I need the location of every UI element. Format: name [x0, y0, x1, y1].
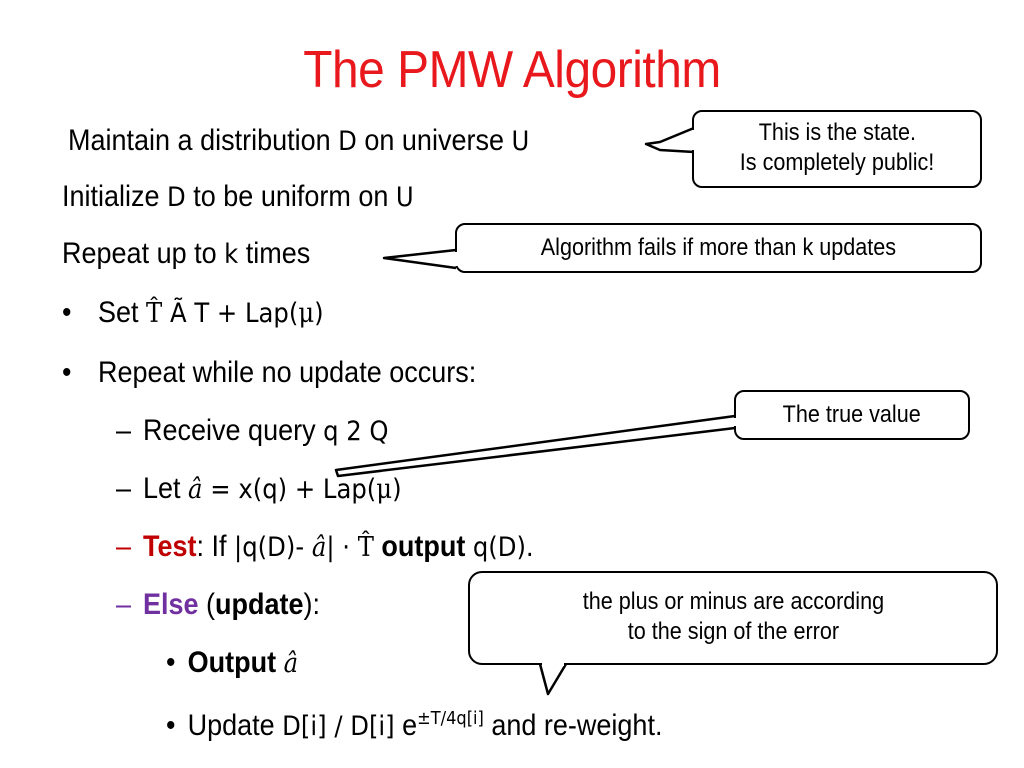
bullet-icon: •: [166, 646, 176, 679]
bullet-icon: •: [62, 296, 72, 329]
true-value-pointer: [334, 414, 736, 478]
symbol-d: D: [338, 126, 357, 157]
line-repeat-k: Repeat up to k times: [62, 237, 310, 271]
subsub-update: • Update D[i] / D[i] e±T/4q[i] and re-wei…: [166, 708, 662, 743]
line-maintain: Maintain a distribution D on universe U: [68, 124, 529, 158]
callout-state: This is the state. Is completely public!: [692, 110, 982, 188]
text: to be uniform on: [185, 180, 396, 213]
math-text: q(D): [472, 532, 526, 563]
callout-text: The true value: [782, 401, 922, 428]
callout-text: Algorithm fails if more than k updates: [540, 234, 897, 261]
sub-receive-query: –Receive query q 2 Q: [116, 414, 389, 448]
symbol-t-hat: T̂: [357, 532, 374, 563]
fails-pointer: [382, 248, 457, 270]
text: e: [394, 709, 418, 742]
bullet-set-threshold: • Set T̂ Ã T + Lap(μ): [62, 296, 324, 330]
math-text: = x(q) + Lap(: [202, 474, 377, 505]
symbol-a-hat: â: [283, 648, 299, 679]
state-pointer: [644, 126, 695, 154]
callout-text: to the sign of the error: [627, 618, 839, 645]
text: .: [525, 530, 534, 563]
text: Let: [143, 472, 189, 505]
dash-icon: –: [116, 414, 132, 447]
callout-sign: the plus or minus are according to the s…: [468, 571, 998, 665]
output-label: output: [373, 530, 473, 563]
bullet-icon: •: [166, 709, 176, 742]
callout-text: This is the state.: [758, 119, 916, 146]
math-text: D[i] / D[i]: [282, 711, 395, 742]
dash-icon: –: [116, 472, 132, 505]
text: Maintain a distribution: [68, 124, 339, 157]
text: Repeat while no update occurs:: [98, 356, 477, 389]
symbol-mu: μ: [298, 298, 315, 329]
exponent: ±T/4q[i]: [417, 708, 484, 729]
math-text: ): [392, 474, 402, 505]
text: Receive query: [143, 414, 324, 447]
output-label: Output: [187, 646, 284, 679]
sub-else: –Else (update):: [116, 588, 320, 622]
symbol-mu: μ: [376, 474, 393, 505]
symbol-u: U: [511, 126, 530, 157]
text: and re-weight.: [483, 709, 663, 742]
text: Initialize: [62, 180, 168, 213]
symbol-arrow: Ã: [162, 298, 195, 329]
math-text: q 2 Q: [323, 416, 389, 447]
subsub-output: • Output â: [166, 646, 298, 680]
bullet-icon: •: [62, 356, 72, 389]
slide-title: The PMW Algorithm: [303, 41, 721, 99]
else-label: Else: [143, 588, 199, 621]
text: ):: [303, 588, 321, 621]
math-text: T + Lap(: [194, 298, 299, 329]
dash-icon: –: [116, 530, 132, 563]
text: : If: [196, 530, 235, 563]
bullet-repeat-while: • Repeat while no update occurs:: [62, 356, 476, 390]
symbol-d: D: [167, 182, 186, 213]
dash-icon: –: [116, 588, 132, 621]
line-initialize: Initialize D to be uniform on U: [62, 180, 414, 214]
text: Set: [98, 296, 147, 329]
sub-let-a: –Let â = x(q) + Lap(μ): [116, 472, 402, 506]
symbol-t-hat: T̂: [146, 298, 163, 329]
callout-fails: Algorithm fails if more than k updates: [455, 223, 982, 273]
text: on universe: [356, 124, 512, 157]
text: Update: [187, 709, 283, 742]
symbol-a-hat: â: [311, 532, 327, 563]
test-label: Test: [143, 530, 197, 563]
symbol-a-hat: â: [188, 474, 203, 505]
math-text: ): [314, 298, 324, 329]
text: times: [238, 237, 311, 270]
math-text: | ·: [326, 532, 358, 563]
callout-true-value: The true value: [734, 390, 970, 440]
text: Repeat up to: [62, 237, 225, 270]
sign-pointer: [538, 663, 568, 696]
callout-text: Is completely public!: [739, 149, 935, 176]
symbol-u: U: [395, 182, 414, 213]
math-text: |q(D)-: [234, 532, 312, 563]
callout-text: the plus or minus are according: [582, 588, 884, 615]
update-label: update: [215, 588, 304, 621]
sub-test: –Test: If |q(D)- â| · T̂ output q(D).: [116, 530, 533, 564]
text: (: [198, 588, 216, 621]
symbol-k: k: [224, 239, 239, 270]
